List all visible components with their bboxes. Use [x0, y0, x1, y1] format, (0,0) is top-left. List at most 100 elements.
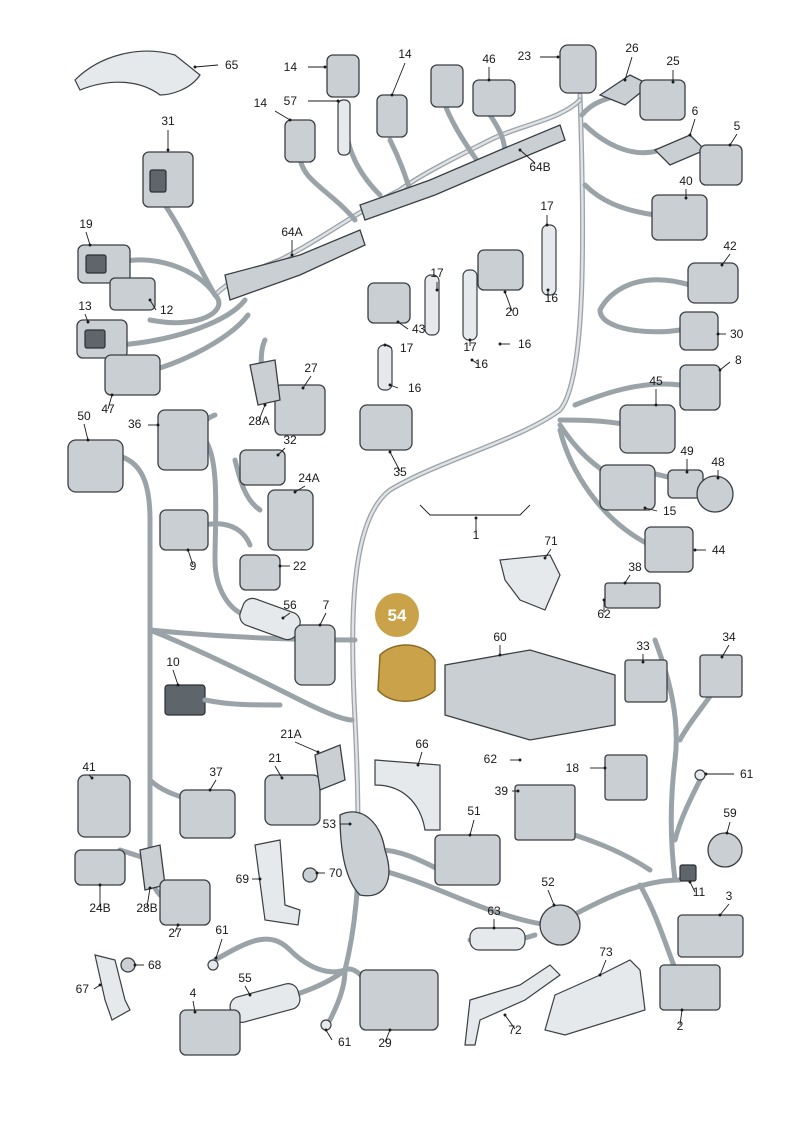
part-45-connector — [619, 404, 676, 454]
callout-label-25: 25 — [666, 54, 680, 68]
leader-line-42 — [720, 253, 731, 267]
callout-label-63: 63 — [487, 904, 501, 918]
callout-label-55: 55 — [238, 971, 252, 985]
leader-line-6 — [688, 118, 696, 137]
leader-line-14-2 — [274, 110, 292, 122]
callout-label-64b: 64B — [529, 160, 550, 174]
part-17-sensor-c — [462, 269, 478, 341]
leader-line-13 — [84, 313, 90, 324]
part-38-strip — [604, 582, 661, 609]
callout-label-37: 37 — [209, 765, 223, 779]
part-14-connector-b — [326, 54, 360, 98]
part-22-connector — [239, 554, 281, 591]
part-21A-elbow — [314, 744, 346, 791]
callout-label-16-4: 16 — [518, 337, 532, 351]
leader-line-52 — [547, 889, 556, 907]
leader-line-5 — [728, 133, 738, 147]
part-15-connector — [599, 464, 656, 511]
callout-label-48: 48 — [711, 455, 725, 469]
part-59-plug — [707, 832, 743, 868]
callout-label-12: 12 — [160, 303, 174, 317]
part-48-round-connector — [696, 475, 734, 513]
part-70-bolt — [302, 867, 318, 883]
callout-label-61-1: 61 — [740, 767, 754, 781]
leader-line-41 — [88, 774, 94, 780]
part-67-bracket — [94, 954, 131, 1021]
callout-label-34: 34 — [722, 630, 736, 644]
leader-line-71 — [543, 548, 552, 560]
callout-label-35: 35 — [393, 465, 407, 479]
callout-label-56: 56 — [283, 598, 297, 612]
part-27-connector-bottom — [159, 879, 211, 926]
callout-label-1: 1 — [473, 528, 480, 542]
callout-label-49: 49 — [680, 444, 694, 458]
callout-label-57: 57 — [284, 94, 298, 108]
leader-line-73 — [598, 959, 607, 977]
part-14-connector-a — [284, 119, 316, 163]
callout-label-73: 73 — [599, 945, 613, 959]
part-24A-connector — [267, 489, 314, 551]
callout-label-14-2: 14 — [254, 96, 268, 110]
leader-line-19 — [85, 231, 92, 247]
callout-label-38: 38 — [628, 560, 642, 574]
leader-line-65 — [193, 64, 219, 69]
part-27-connector-top — [274, 384, 326, 436]
leader-line-50 — [83, 423, 90, 442]
part-20-connector — [477, 249, 524, 291]
callout-label-68: 68 — [148, 958, 162, 972]
part-25-connector — [639, 79, 686, 121]
callout-label-61-2: 61 — [215, 923, 229, 937]
leader-line-51 — [468, 819, 475, 837]
part-24B-connector — [74, 849, 126, 886]
part-17-sensor-b — [424, 274, 440, 336]
part-3-connector — [677, 914, 744, 958]
leader-line-14-3 — [390, 62, 406, 97]
part-64B-bracket — [359, 124, 566, 221]
part-17-sensor-a — [541, 224, 557, 296]
part-69-bracket — [254, 839, 301, 926]
callout-label-72: 72 — [508, 1023, 522, 1037]
leader-line-17-3 — [383, 343, 393, 349]
part-29-housing — [359, 969, 439, 1031]
callout-label-50: 50 — [77, 409, 91, 423]
leader-line-16-2 — [388, 383, 399, 389]
leader-line-26 — [623, 56, 633, 82]
part-65-cover — [74, 50, 201, 96]
callout-label-32: 32 — [283, 433, 297, 447]
part-40-connector — [651, 194, 708, 241]
part-5-connector — [699, 144, 743, 186]
callout-label-45: 45 — [649, 374, 663, 388]
part-46-connector — [472, 79, 516, 117]
leader-line-2 — [679, 1008, 684, 1026]
callout-label-66: 66 — [415, 737, 429, 751]
leader-line-8 — [718, 361, 731, 372]
leader-line-16-3 — [470, 358, 479, 365]
part-12-connector — [109, 277, 156, 311]
leader-line-27-1 — [301, 375, 312, 390]
callout-label-42: 42 — [723, 239, 737, 253]
wire-bundles — [107, 92, 723, 1023]
leader-line-38 — [623, 574, 631, 585]
part-64A-bracket — [224, 229, 366, 301]
part-16-sensor — [377, 344, 393, 391]
leader-line-10 — [172, 669, 180, 687]
callout-label-69: 69 — [236, 872, 250, 886]
leader-line-67 — [93, 983, 102, 990]
callout-label-65: 65 — [225, 58, 239, 72]
callout-label-23: 23 — [518, 49, 532, 63]
part-66-cover — [374, 759, 441, 831]
callout-label-51: 51 — [467, 804, 481, 818]
leader-line-3 — [718, 903, 730, 917]
callout-label-39: 39 — [495, 784, 509, 798]
callout-label-15: 15 — [663, 504, 677, 518]
part-10-connector — [164, 684, 206, 716]
leader-line-11 — [688, 880, 696, 893]
part-37-connector — [179, 789, 236, 839]
callout-label-4: 4 — [190, 986, 197, 1000]
part-18-relay — [604, 754, 648, 801]
callout-label-47: 47 — [101, 402, 115, 416]
leader-line-43 — [396, 320, 409, 330]
callout-label-70: 70 — [329, 866, 343, 880]
